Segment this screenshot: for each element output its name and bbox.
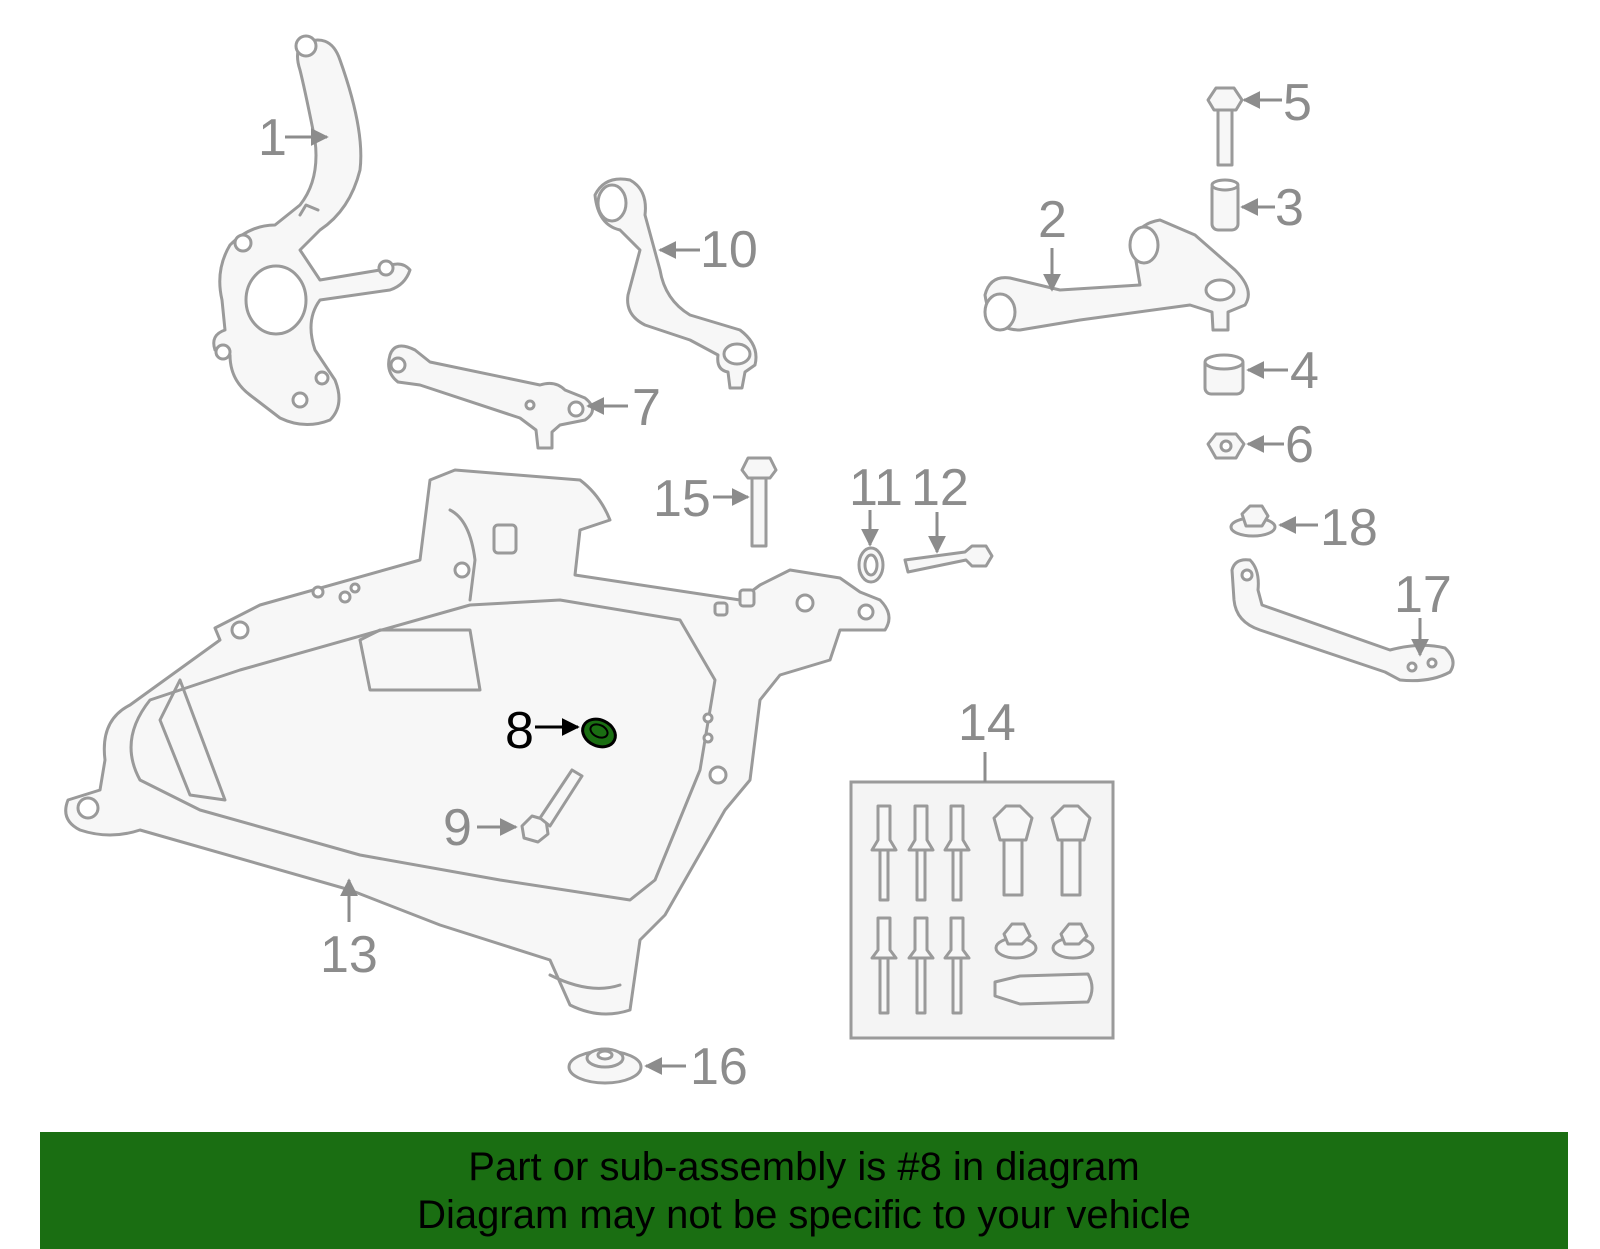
callout-4: 4 <box>1290 342 1319 400</box>
callout-6: 6 <box>1285 416 1314 474</box>
callout-1: 1 <box>258 109 287 167</box>
callout-2: 2 <box>1038 191 1067 249</box>
callout-3: 3 <box>1275 179 1304 237</box>
kit-rivets-bottom <box>870 916 971 1015</box>
part-18-nut <box>1229 504 1277 538</box>
kit-nuts <box>994 922 1095 960</box>
callout-8: 8 <box>505 702 534 760</box>
part-1-steering-knuckle <box>212 34 412 426</box>
callout-11: 11 <box>849 459 903 517</box>
part-10-control-arm <box>593 177 758 390</box>
part-11-ring <box>857 546 885 584</box>
part-4-bushing <box>1203 353 1245 396</box>
part-6-nut <box>1206 432 1246 460</box>
callout-7: 7 <box>632 379 661 437</box>
callout-5: 5 <box>1283 74 1312 132</box>
kit-rivets-top <box>870 804 971 902</box>
callout-18: 18 <box>1320 499 1378 557</box>
part-7-strut-arm <box>387 344 594 450</box>
part-5-bolt <box>1206 86 1244 167</box>
callout-15: 15 <box>653 470 711 528</box>
banner-line-2: Diagram may not be specific to your vehi… <box>417 1192 1191 1237</box>
callout-10: 10 <box>700 221 758 279</box>
callout-12: 12 <box>911 459 969 517</box>
part-17-stabilizer <box>1230 558 1455 683</box>
callout-17: 17 <box>1394 566 1452 624</box>
parts-diagram: 1 10 7 5 3 2 4 <box>64 34 1455 1096</box>
part-9-bolt <box>520 768 584 844</box>
part-13-subframe <box>64 468 891 1016</box>
banner-line-1: Part or sub-assembly is #8 in diagram <box>468 1144 1140 1189</box>
part-12-bolt <box>903 544 994 574</box>
callout-14: 14 <box>958 694 1016 752</box>
kit-sleeve <box>993 972 1094 1006</box>
part-2-upper-arm <box>983 218 1250 332</box>
part-3-bushing <box>1210 178 1240 232</box>
part-14-hardware-kit <box>849 752 1115 1040</box>
callout-16: 16 <box>690 1038 748 1096</box>
part-16-insulator <box>567 1047 643 1085</box>
part-15-bolt <box>740 456 778 548</box>
callout-13: 13 <box>320 926 378 984</box>
part-8-grommet-highlighted <box>581 717 617 749</box>
info-banner: Part or sub-assembly is #8 in diagram Di… <box>40 1132 1568 1249</box>
kit-bolts <box>992 804 1092 897</box>
callout-9: 9 <box>443 799 472 857</box>
